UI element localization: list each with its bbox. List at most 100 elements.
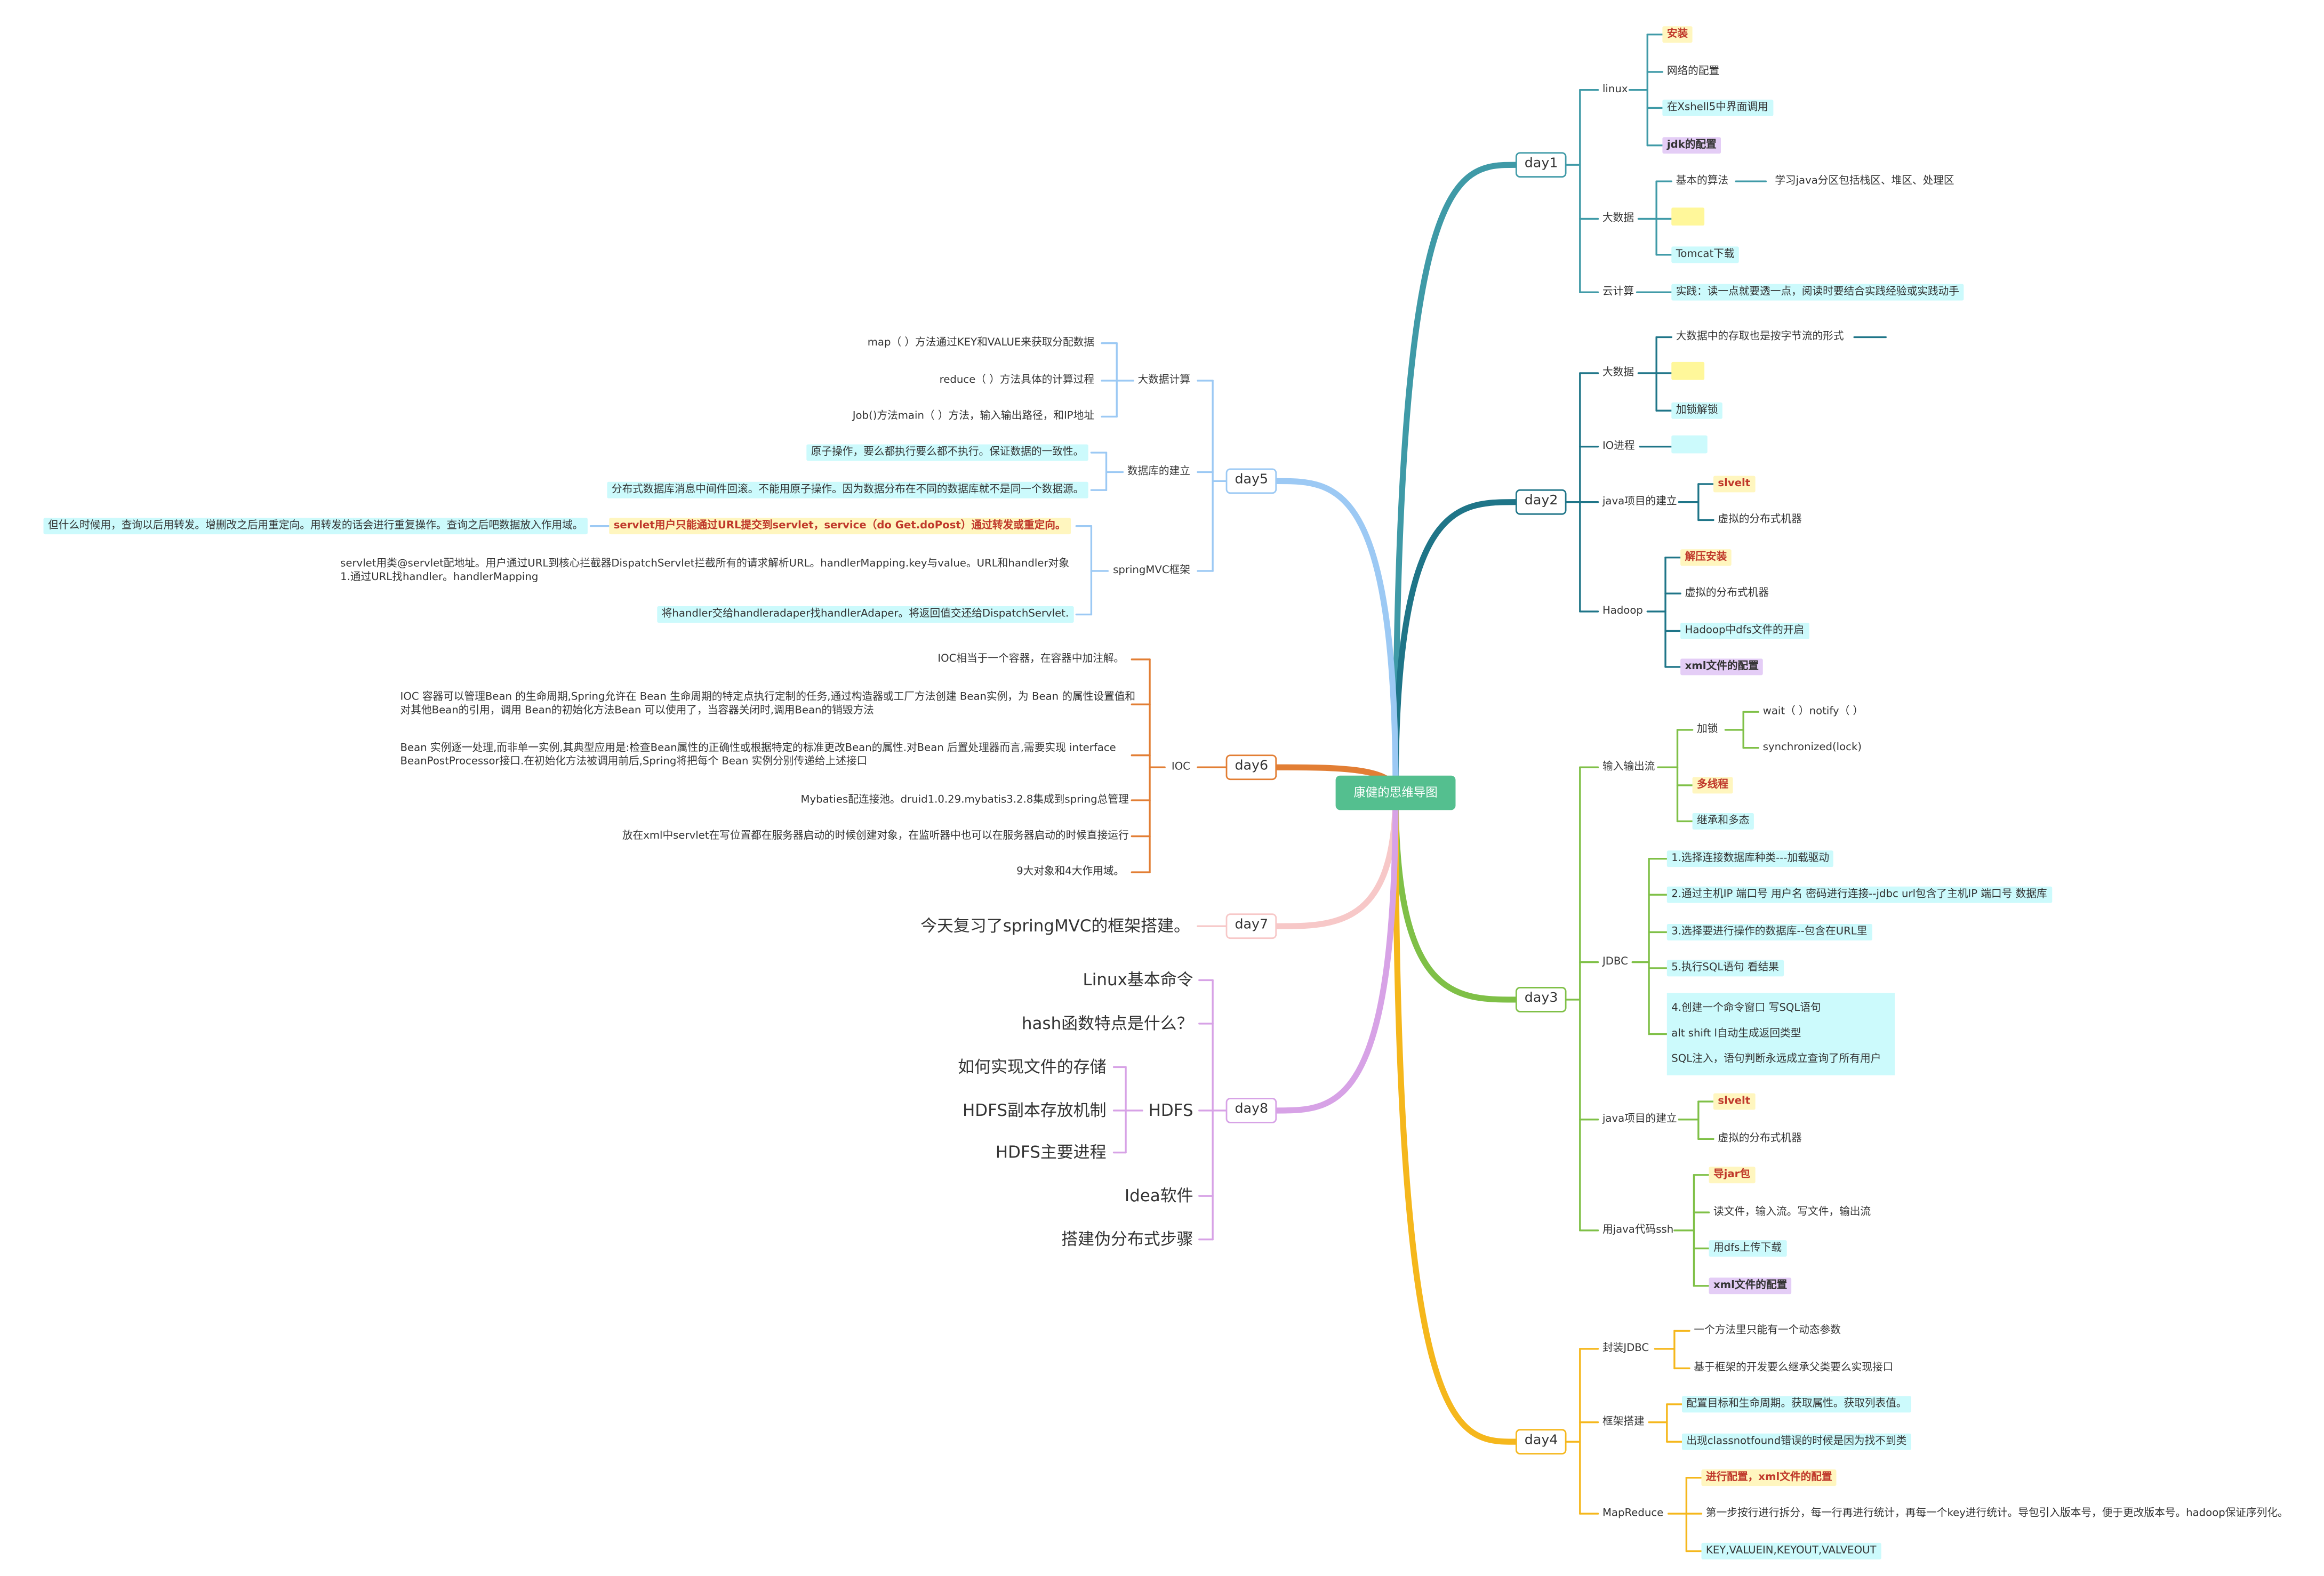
root-topic[interactable]: 康健的思维导图 <box>1335 775 1456 810</box>
day5-db[interactable]: 数据库的建立 <box>1127 465 1190 478</box>
day4-mr-cfg[interactable]: 进行配置，xml文件的配置 <box>1701 1469 1837 1486</box>
day6-topic[interactable]: day6 <box>1225 754 1277 781</box>
day5-topic[interactable]: day5 <box>1225 468 1277 494</box>
day1-xshell[interactable]: 在Xshell5中界面调用 <box>1662 99 1773 116</box>
day3-jdbc[interactable]: JDBC <box>1602 955 1628 968</box>
day2-unzip[interactable]: 解压安装 <box>1680 549 1732 566</box>
day4-mr-kv[interactable]: KEY,VALUEIN,KEYOUT,VALVEOUT <box>1701 1542 1881 1559</box>
day2-lock[interactable]: 加锁解锁 <box>1671 402 1722 419</box>
day5-redirect[interactable]: 但什么时候用，查询以后用转发。增删改之后用重定向。用转发的话会进行重复操作。查询… <box>43 518 588 535</box>
day3-java-build[interactable]: java项目的建立 <box>1602 1113 1677 1125</box>
day4-frame[interactable]: 框架搭建 <box>1602 1415 1645 1428</box>
day2-java-build[interactable]: java项目的建立 <box>1602 495 1677 508</box>
day2-empty-cyan[interactable] <box>1671 435 1708 458</box>
day2-storage[interactable]: 大数据中的存取也是按字节流的形式 <box>1676 330 1844 343</box>
day8-hdfs[interactable]: HDFS <box>1148 1100 1193 1121</box>
day3-jdbc-2[interactable]: 2.通过主机IP 端口号 用户名 密码进行连接--jdbc url包含了主机IP… <box>1666 886 2052 903</box>
day3-thread[interactable]: 多线程 <box>1692 777 1733 794</box>
day1-bigdata[interactable]: 大数据 <box>1602 212 1634 224</box>
day2-io[interactable]: IO进程 <box>1602 440 1635 452</box>
day2-hdfs[interactable]: Hadoop中dfs文件的开启 <box>1680 622 1809 639</box>
day4-framework-dev[interactable]: 基于框架的开发要么继承父类要么实现接口 <box>1694 1361 1894 1374</box>
day8-store[interactable]: 如何实现文件的存储 <box>958 1057 1107 1077</box>
day3-dfs[interactable]: 用dfs上传下载 <box>1709 1240 1786 1257</box>
day4-topic[interactable]: day4 <box>1515 1429 1567 1455</box>
day1-practice[interactable]: 实践：读一点就要透一点，阅读时要结合实践经验或实践动手 <box>1671 284 1964 301</box>
day5-map[interactable]: map（ ）方法通过KEY和VALUE来获取分配数据 <box>867 336 1095 349</box>
day3-vm[interactable]: 虚拟的分布式机器 <box>1718 1132 1802 1145</box>
day7-label: day7 <box>1225 913 1277 939</box>
day5-bigcalc[interactable]: 大数据计算 <box>1137 374 1190 386</box>
day3-label: day3 <box>1515 987 1567 1012</box>
day5-job[interactable]: Job()方法main（ ）方法，输入输出路径，和IP地址 <box>852 409 1095 422</box>
day6-ioc[interactable]: IOC <box>1171 760 1190 773</box>
day2-vm2[interactable]: 虚拟的分布式机器 <box>1685 586 1769 599</box>
day3-io[interactable]: 输入输出流 <box>1602 760 1655 773</box>
day3-inherit[interactable]: 继承和多态 <box>1692 813 1754 830</box>
day8-replica[interactable]: HDFS副本存放机制 <box>963 1100 1107 1121</box>
day4-config[interactable]: 配置目标和生命周期。获取属性。获取列表值。 <box>1681 1396 1912 1413</box>
day4-mr[interactable]: MapReduce <box>1602 1507 1664 1519</box>
day6-label: day6 <box>1225 754 1277 781</box>
day2-xml[interactable]: xml文件的配置 <box>1680 658 1764 676</box>
day1-algo-child[interactable]: 学习java分区包括栈区、堆区、处理区 <box>1775 174 1954 187</box>
day6-ioc-4[interactable]: Mybaties配连接池。druid1.0.29.mybatis3.2.8集成到… <box>800 793 1129 806</box>
day7-branch-line <box>1274 790 1399 929</box>
day2-empty-yellow[interactable] <box>1671 361 1705 384</box>
day6-ioc-1[interactable]: IOC相当于一个容器，在容器中加注解。 <box>937 653 1125 665</box>
day3-wait[interactable]: wait（ ）notify（ ） <box>1762 705 1864 718</box>
day3-jdbc-4-group[interactable]: 4.创建一个命令窗口 写SQL语句 alt shift l自动生成返回类型 SQ… <box>1666 993 1895 1075</box>
day7-topic[interactable]: day7 <box>1225 913 1277 939</box>
day4-branch-line <box>1392 790 1519 1445</box>
day3-rw[interactable]: 读文件，输入流。写文件，输出流 <box>1713 1205 1871 1218</box>
day3-jdbc-3[interactable]: 3.选择要进行操作的数据库--包含在URL里 <box>1666 923 1872 940</box>
day1-netconf[interactable]: 网络的配置 <box>1666 65 1720 77</box>
day5-atomic[interactable]: 原子操作，要么都执行要么都不执行。保证数据的一致性。 <box>806 444 1088 461</box>
day3-xml[interactable]: xml文件的配置 <box>1709 1277 1792 1294</box>
day2-hadoop[interactable]: Hadoop <box>1602 605 1643 617</box>
day3-ssh[interactable]: 用java代码ssh <box>1602 1224 1674 1236</box>
day6-ioc-2[interactable]: IOC 容器可以管理Bean 的生命周期,Spring允许在 Bean 生命周期… <box>400 690 1136 717</box>
day8-idea[interactable]: Idea软件 <box>1124 1186 1193 1206</box>
day1-tomcat[interactable]: Tomcat下载 <box>1671 246 1739 263</box>
day6-ioc-3[interactable]: Bean 实例逐一处理,而非单一实例,其典型应用是:检查Bean属性的正确性或根… <box>400 742 1116 768</box>
day8-pseudo[interactable]: 搭建伪分布式步骤 <box>1061 1229 1193 1249</box>
day1-empty-yellow[interactable] <box>1671 207 1705 230</box>
day8-linux[interactable]: Linux基本命令 <box>1083 970 1193 990</box>
day5-dist[interactable]: 分布式数据库消息中间件回滚。不能用原子操作。因为数据分布在不同的数据库就不是同一… <box>607 481 1088 498</box>
day1-cloud[interactable]: 云计算 <box>1602 285 1634 297</box>
day5-servlet-req[interactable]: servlet用户只能通过URL提交到servlet，service（do Ge… <box>609 518 1071 535</box>
day3-jdbc-1[interactable]: 1.选择连接数据库种类---加载驱动 <box>1666 850 1834 867</box>
day8-hash[interactable]: hash函数特点是什么？ <box>1021 1014 1193 1034</box>
day5-handler[interactable]: 将handler交给handleradaper找handlerAdaper。将返… <box>657 606 1073 623</box>
day2-bigdata[interactable]: 大数据 <box>1602 366 1634 379</box>
day1-topic[interactable]: day1 <box>1515 152 1567 178</box>
day8-process[interactable]: HDFS主要进程 <box>995 1143 1107 1162</box>
day4-jdbc[interactable]: 封装JDBC <box>1602 1342 1649 1354</box>
day7-review[interactable]: 今天复习了springMVC的框架搭建。 <box>920 916 1190 936</box>
day3-servlet[interactable]: slvelt <box>1713 1093 1755 1110</box>
day2-vm[interactable]: 虚拟的分布式机器 <box>1718 513 1802 526</box>
day3-jdbc-5[interactable]: 5.执行SQL语句 看结果 <box>1666 960 1784 977</box>
day6-ioc-5[interactable]: 放在xml中servlet在写位置都在服务器启动的时候创建对象，在监听器中也可以… <box>622 829 1129 842</box>
day2-servlet[interactable]: slvelt <box>1713 476 1755 493</box>
day8-topic[interactable]: day8 <box>1225 1098 1277 1123</box>
day1-install[interactable]: 安装 <box>1662 26 1693 43</box>
day3-topic[interactable]: day3 <box>1515 987 1567 1012</box>
day6-ioc-6[interactable]: 9大对象和4大作用域。 <box>1016 865 1125 878</box>
day4-param[interactable]: 一个方法里只能有一个动态参数 <box>1694 1324 1841 1337</box>
day4-mr-step[interactable]: 第一步按行进行拆分，每一行再进行统计，再每一个key进行统计。导包引入版本号，便… <box>1705 1507 2288 1519</box>
day5-reduce[interactable]: reduce（ ）方法具体的计算过程 <box>939 374 1095 386</box>
day1-linux[interactable]: linux <box>1602 83 1628 95</box>
day1-algo[interactable]: 基本的算法 <box>1676 174 1729 187</box>
day2-topic[interactable]: day2 <box>1515 489 1567 515</box>
day5-dispatch[interactable]: servlet用类@servlet配地址。用户通过URL到核心拦截器Dispat… <box>340 557 1069 583</box>
day3-sync[interactable]: synchronized(lock) <box>1762 741 1862 753</box>
day5-mvc[interactable]: springMVC框架 <box>1113 564 1190 576</box>
day1-jdk[interactable]: jdk的配置 <box>1662 137 1721 154</box>
day3-lock[interactable]: 加锁 <box>1697 723 1718 735</box>
day3-jar[interactable]: 导jar包 <box>1709 1167 1755 1184</box>
day4-cnf[interactable]: 出现classnotfound错误的时候是因为找不到类 <box>1681 1433 1911 1450</box>
